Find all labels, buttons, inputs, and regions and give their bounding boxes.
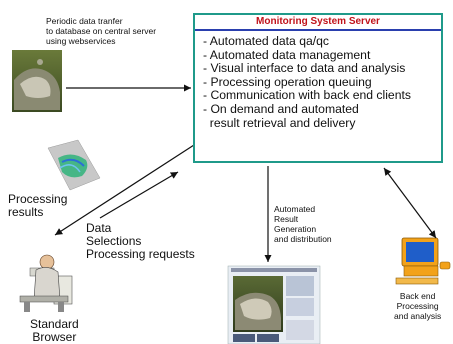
automated-result-line: Result [274,214,299,224]
data-selections-label: Data Selections Processing requests [86,222,195,261]
standard-browser-label: Standard Browser [30,318,79,344]
automated-result-line: Generation [274,224,317,234]
data-selections-line: Selections [86,234,142,248]
top-note: Periodic data tranfer to database on cen… [46,16,196,46]
server-feature-list: - Automated data qa/qc - Automated data … [203,34,439,130]
top-note-line: Periodic data tranfer [46,16,123,26]
standard-browser-line: Browser [32,330,77,344]
server-feature-item: result retrieval and delivery [203,115,356,130]
arrow-data-selections [99,171,179,219]
monitoring-server-box: Monitoring System Server - Automated dat… [193,13,443,163]
automated-result-line: and distribution [274,234,332,244]
surface-plot-image [47,139,101,191]
back-end-line: and analysis [394,311,442,321]
top-note-line: using webservices [46,36,116,46]
server-feature-item: - Visual interface to data and analysis [203,61,406,76]
top-note-line: to database on central server [46,26,157,36]
server-feature-item: - Automated data management [203,47,371,62]
automated-result-label: Automated Result Generation and distribu… [274,204,332,244]
server-feature-item: - On demand and automated [203,101,359,116]
back-end-line: Back end [399,291,436,301]
person-at-computer-icon [19,254,73,312]
processing-results-line: results [8,205,44,219]
standard-browser-line: Standard [30,317,79,331]
back-end-line: Processing [396,301,439,311]
result-report-image [227,265,321,344]
arrow-server-backend [383,167,437,239]
server-feature-item: - Communication with back end clients [203,88,411,103]
server-feature-item: - Processing operation queuing [203,74,372,89]
automated-result-line: Automated [274,204,316,214]
aerial-photo-image [12,50,62,112]
back-end-label: Back end Processing and analysis [394,291,441,321]
processing-results-line: Processing [8,192,68,206]
computer-icon [395,237,451,285]
server-feature-item: - Automated data qa/qc [203,34,330,48]
arrow-to-processing-results [54,144,195,236]
data-selections-line: Processing requests [86,247,195,261]
processing-results-label: Processing results [8,193,67,219]
server-title: Monitoring System Server [195,15,441,31]
data-selections-line: Data [86,221,112,235]
